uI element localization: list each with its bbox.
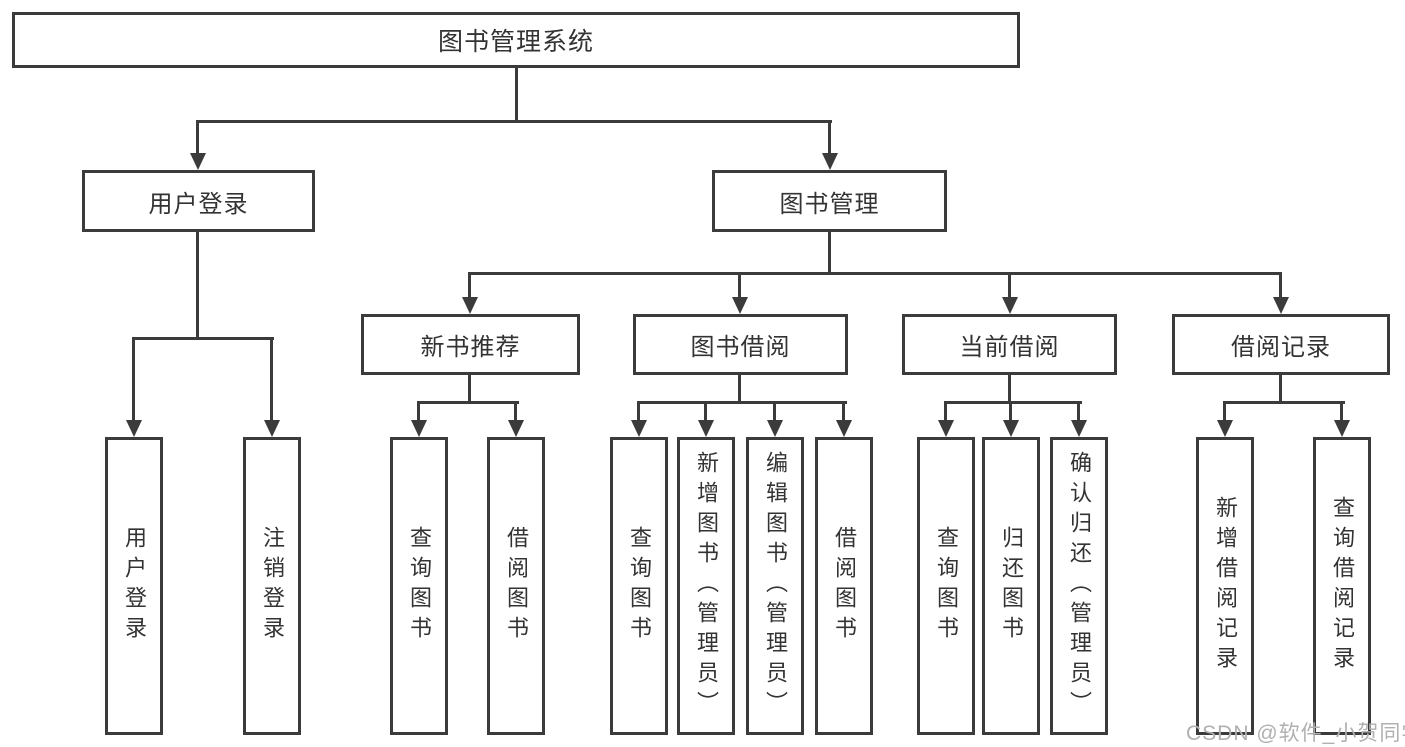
arrowhead-user-login xyxy=(190,153,206,170)
leaf-cb-return-books-label: 归还图书 xyxy=(999,526,1024,646)
leaf-cb-query-books-label: 查询图书 xyxy=(934,526,959,646)
arrowhead-leaf-bb-borrow xyxy=(836,420,852,437)
connector-root-to-user-login xyxy=(196,120,199,154)
leaf-cb-query-books: 查询图书 xyxy=(917,437,975,735)
leaf-br-query-record: 查询借阅记录 xyxy=(1313,437,1371,735)
leaf-bb-borrow-books-label: 借阅图书 xyxy=(832,526,857,646)
arrowhead-leaf-cb-return xyxy=(1003,420,1019,437)
node-book-management-label: 图书管理 xyxy=(779,190,880,218)
connector-to-current-borrow xyxy=(1008,272,1011,300)
leaf-bb-add-books-admin-label: 新增图书（管理员） xyxy=(694,451,719,721)
arrowhead-new-book-recommend xyxy=(462,297,478,314)
node-borrow-records: 借阅记录 xyxy=(1172,314,1390,375)
leaf-logout-label: 注销登录 xyxy=(260,526,285,646)
node-current-borrow: 当前借阅 xyxy=(902,314,1117,375)
connector-br-stem xyxy=(1279,375,1282,404)
connector-to-book-borrow xyxy=(738,272,741,300)
connector-to-new-book-recommend xyxy=(468,272,471,300)
connector-user-login-stem xyxy=(196,232,199,340)
leaf-cb-return-books: 归还图书 xyxy=(982,437,1040,735)
arrowhead-borrow-records xyxy=(1273,297,1289,314)
arrowhead-leaf-br-query xyxy=(1334,420,1350,437)
leaf-logout: 注销登录 xyxy=(243,437,301,735)
arrowhead-current-borrow xyxy=(1002,297,1018,314)
arrowhead-leaf-cb-confirm xyxy=(1071,420,1087,437)
arrowhead-leaf-br-add xyxy=(1217,420,1233,437)
leaf-bb-query-books-label: 查询图书 xyxy=(627,526,652,646)
connector-book-management-stem xyxy=(828,232,831,275)
connector-to-leaf-cb-confirm xyxy=(1077,401,1080,423)
node-current-borrow-label: 当前借阅 xyxy=(959,334,1060,361)
connector-to-leaf-logout xyxy=(270,337,273,423)
arrowhead-leaf-cb-query xyxy=(938,420,954,437)
connector-to-leaf-bb-query xyxy=(637,401,640,423)
leaf-nbr-query-books: 查询图书 xyxy=(390,437,448,735)
connector-to-leaf-br-query xyxy=(1340,401,1343,423)
connector-nbr-hline xyxy=(417,401,519,404)
connector-to-leaf-bb-edit xyxy=(773,401,776,423)
connector-bb-hline xyxy=(637,401,847,404)
arrowhead-leaf-nbr-borrow xyxy=(508,420,524,437)
leaf-cb-confirm-return-admin-label: 确认归还（管理员） xyxy=(1067,451,1092,721)
arrowhead-leaf-logout xyxy=(264,420,280,437)
leaf-nbr-borrow-books: 借阅图书 xyxy=(487,437,545,735)
leaf-br-query-record-label: 查询借阅记录 xyxy=(1330,496,1355,676)
connector-bb-stem xyxy=(738,375,741,404)
connector-cb-stem xyxy=(1008,375,1011,404)
connector-root-to-book-management xyxy=(828,120,831,154)
node-user-login-label: 用户登录 xyxy=(148,190,249,218)
connector-to-leaf-nbr-query xyxy=(417,401,420,423)
connector-to-leaf-cb-return xyxy=(1009,401,1012,423)
leaf-user-login: 用户登录 xyxy=(105,437,163,735)
connector-to-leaf-nbr-borrow xyxy=(514,401,517,423)
leaf-nbr-query-books-label: 查询图书 xyxy=(407,526,432,646)
connector-user-login-hline xyxy=(132,337,274,340)
node-new-book-recommend-label: 新书推荐 xyxy=(420,334,521,361)
connector-to-borrow-records xyxy=(1279,272,1282,300)
leaf-bb-borrow-books: 借阅图书 xyxy=(815,437,873,735)
leaf-br-add-record: 新增借阅记录 xyxy=(1196,437,1254,735)
node-book-borrow-label: 图书借阅 xyxy=(690,334,791,361)
arrowhead-leaf-bb-query xyxy=(631,420,647,437)
node-book-management: 图书管理 xyxy=(712,170,947,232)
arrowhead-leaf-bb-edit xyxy=(767,420,783,437)
connector-to-leaf-user-login xyxy=(132,337,135,423)
leaf-bb-edit-books-admin: 编辑图书（管理员） xyxy=(746,437,804,735)
node-root: 图书管理系统 xyxy=(12,12,1020,68)
connector-br-hline xyxy=(1223,401,1345,404)
connector-to-leaf-bb-borrow xyxy=(842,401,845,423)
connector-book-management-hline xyxy=(468,272,1282,275)
node-root-label: 图书管理系统 xyxy=(437,28,594,56)
connector-to-leaf-br-add xyxy=(1223,401,1226,423)
arrowhead-leaf-bb-add xyxy=(698,420,714,437)
connector-cb-hline xyxy=(944,401,1082,404)
leaf-cb-confirm-return-admin: 确认归还（管理员） xyxy=(1050,437,1108,735)
connector-root-stem xyxy=(515,68,518,120)
arrowhead-book-borrow xyxy=(732,297,748,314)
leaf-user-login-label: 用户登录 xyxy=(122,526,147,646)
watermark: CSDN @软件_小贺同学 xyxy=(1186,722,1405,745)
connector-to-leaf-cb-query xyxy=(944,401,947,423)
node-user-login: 用户登录 xyxy=(82,170,315,232)
arrowhead-book-management xyxy=(822,153,838,170)
node-book-borrow: 图书借阅 xyxy=(633,314,848,375)
leaf-bb-query-books: 查询图书 xyxy=(610,437,668,735)
node-borrow-records-label: 借阅记录 xyxy=(1231,334,1331,361)
node-new-book-recommend: 新书推荐 xyxy=(361,314,580,375)
leaf-br-add-record-label: 新增借阅记录 xyxy=(1213,496,1238,676)
leaf-nbr-borrow-books-label: 借阅图书 xyxy=(504,526,529,646)
arrowhead-leaf-nbr-query xyxy=(411,420,427,437)
connector-root-hline xyxy=(197,120,832,123)
leaf-bb-edit-books-admin-label: 编辑图书（管理员） xyxy=(763,451,788,721)
leaf-bb-add-books-admin: 新增图书（管理员） xyxy=(677,437,735,735)
connector-to-leaf-bb-add xyxy=(704,401,707,423)
arrowhead-leaf-user-login xyxy=(126,420,142,437)
connector-nbr-stem xyxy=(468,375,471,404)
